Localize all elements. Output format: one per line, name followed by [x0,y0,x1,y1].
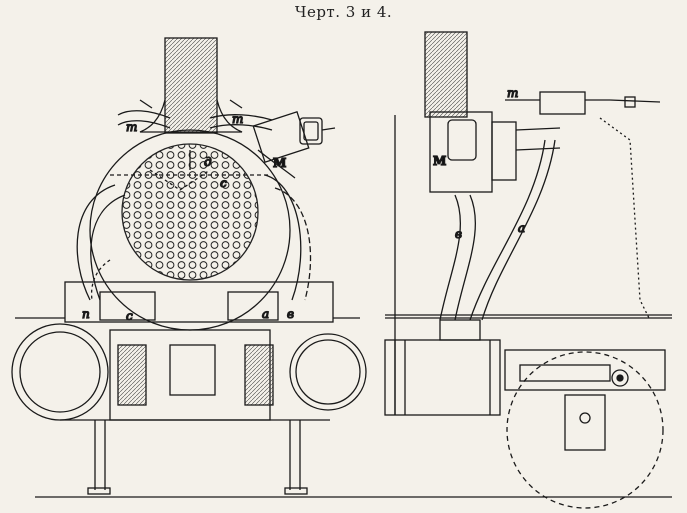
cylinders-front [11,323,367,421]
crosshead-right [504,349,666,391]
label-a-left: a [262,307,269,321]
cylinder-right [384,319,501,416]
pipes-right [439,139,556,321]
chimney-right [424,31,468,118]
label-m-left-2: m [232,112,243,126]
chimney-left [139,37,243,134]
valve-M-right [429,111,561,193]
label-n-left: n [82,307,90,321]
label-a-right: a [518,221,525,235]
front-view [11,37,385,498]
label-v-left: в [287,307,294,321]
frame-front [15,281,360,323]
label-M-right: M [433,154,446,168]
driving-wheel-right [506,351,664,509]
lower-body-front [60,329,330,495]
label-M-left: M [273,156,286,170]
label-c-lower: c [126,309,133,323]
steam-pipe-m-left [117,99,273,131]
side-view [384,31,672,509]
label-c-left: c [220,176,227,190]
label-m-right: m [507,86,518,100]
label-m-left-1: m [126,120,137,134]
figure-caption: Черт. 3 и 4. [294,3,393,21]
boiler-outline-right [599,117,651,321]
boiler-front [89,129,291,331]
label-d-left: д [204,155,212,169]
steam-pipe-m-right [505,91,661,115]
valve-M-left [252,111,336,179]
axlebox-right [564,394,606,451]
label-v-right: в [455,227,462,241]
